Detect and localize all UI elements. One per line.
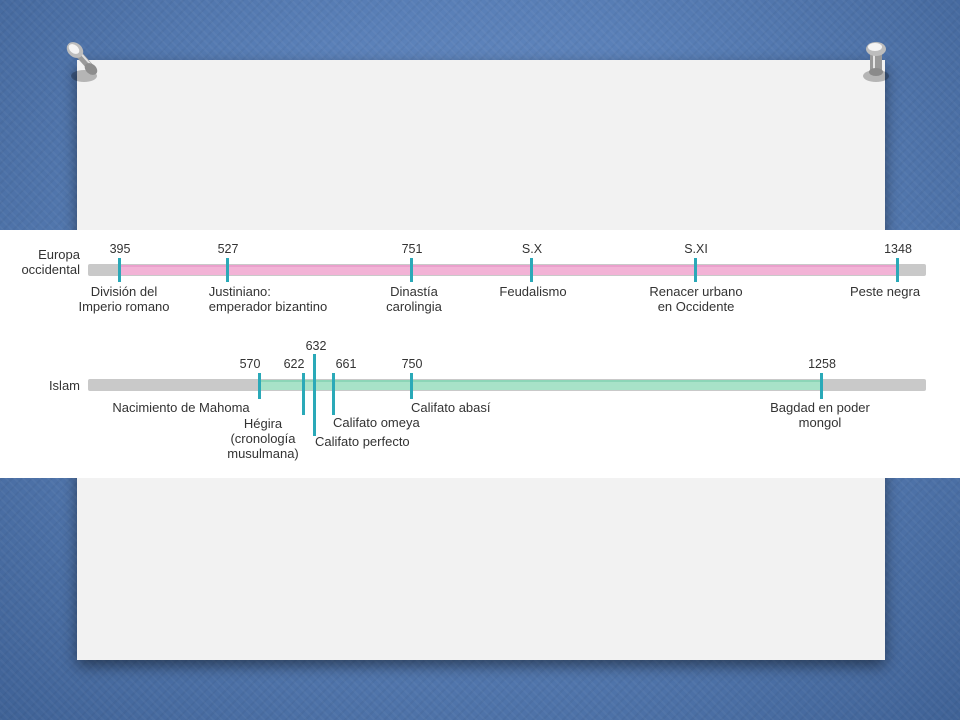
pushpin-icon [863, 42, 889, 82]
event-632: Califato perfecto [315, 434, 410, 449]
tick-1348 [896, 258, 899, 282]
event-570: Nacimiento de Mahoma [112, 400, 250, 415]
tick-632 [313, 354, 316, 436]
year-sxi: S.XI [684, 242, 708, 256]
tick-751 [410, 258, 413, 282]
tick-570 [258, 373, 261, 399]
timeline-strip: Europa occidental 395 División del Imper… [0, 230, 960, 478]
tick-1258 [820, 373, 823, 399]
year-750: 750 [401, 357, 423, 371]
europe-bar [118, 265, 898, 275]
event-527: Justiniano: emperador bizantino [208, 284, 328, 314]
event-1258: Bagdad en poder mongol [770, 400, 870, 430]
year-1258: 1258 [808, 357, 836, 371]
tick-661 [332, 373, 335, 415]
event-sxi: Renacer urbano en Occidente [649, 284, 743, 314]
year-661: 661 [335, 357, 357, 371]
tick-sxi [694, 258, 697, 282]
event-1348: Peste negra [849, 284, 921, 299]
tick-527 [226, 258, 229, 282]
islam-row-label: Islam [48, 378, 80, 393]
year-632: 632 [305, 339, 327, 353]
event-sx: Feudalismo [499, 284, 567, 299]
year-395: 395 [109, 242, 131, 256]
europe-row-label: Europa occidental [21, 247, 80, 277]
event-750: Califato abasí [411, 400, 491, 415]
year-751: 751 [401, 242, 423, 256]
tick-395 [118, 258, 121, 282]
islam-bar [259, 380, 822, 390]
event-751: Dinastía carolingia [386, 284, 442, 314]
tick-622 [302, 373, 305, 415]
year-sx: S.X [521, 242, 543, 256]
year-622: 622 [283, 357, 305, 371]
tick-sx [530, 258, 533, 282]
event-661: Califato omeya [333, 415, 420, 430]
year-570: 570 [239, 357, 261, 371]
event-395: División del Imperio romano [78, 284, 170, 314]
year-1348: 1348 [884, 242, 912, 256]
event-622: Hégira (cronología musulmana) [227, 416, 299, 461]
year-527: 527 [217, 242, 239, 256]
pushpin-icon [66, 42, 98, 82]
timeline-bars [88, 264, 926, 391]
tick-750 [410, 373, 413, 399]
